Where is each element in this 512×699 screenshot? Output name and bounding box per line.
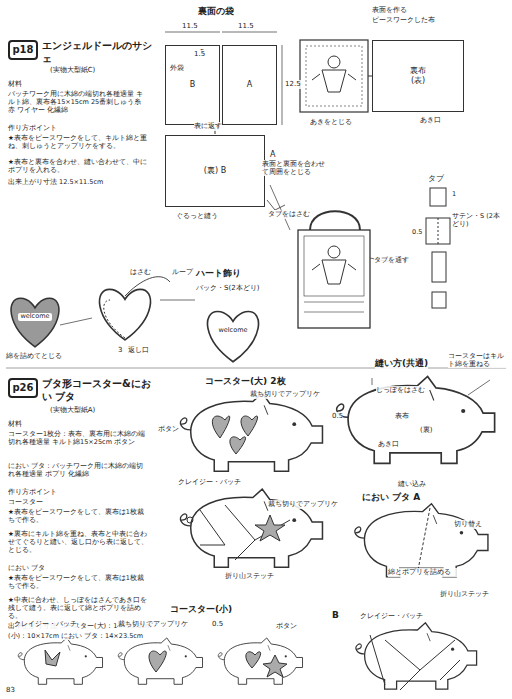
node-text: B bbox=[190, 80, 196, 90]
node-text: welcome bbox=[18, 313, 51, 321]
label: 0.5 bbox=[412, 228, 422, 236]
label: タブをはさむ bbox=[268, 210, 310, 219]
label: 0.5 bbox=[332, 412, 343, 421]
pattern-piece: 裏布(表) bbox=[372, 40, 464, 112]
label: 返し口 bbox=[128, 346, 149, 355]
label: 外袋 bbox=[170, 64, 184, 73]
node-text: A bbox=[247, 80, 252, 90]
node-text: p18 bbox=[12, 44, 33, 56]
label: クレイジー・パッチ bbox=[178, 478, 241, 487]
label: 出来上がり寸法 12.5×11.5cm bbox=[8, 178, 103, 186]
heart-outline bbox=[200, 305, 266, 365]
page-badge: p18 bbox=[8, 40, 38, 60]
label: 裁ち切りでアップリケ bbox=[250, 390, 320, 399]
page-badge: p26 bbox=[8, 378, 38, 398]
label: コースター(小) bbox=[170, 604, 232, 615]
label: 折り山ステッチ bbox=[225, 572, 274, 581]
label: コースター1枚分：表布、裏布用に木綿の端切れ各種適量 キルト綿15×25cm ボ… bbox=[8, 430, 148, 446]
label: ループ bbox=[172, 268, 193, 277]
label: (裏) bbox=[420, 426, 432, 435]
node-text: (表) bbox=[411, 76, 425, 86]
label: ピースワークした布 bbox=[372, 16, 435, 25]
label: 縫い方(共通) bbox=[375, 358, 428, 369]
label: 表布 bbox=[395, 412, 409, 421]
label: 折り山ステッチ bbox=[440, 590, 489, 599]
pattern-piece: B bbox=[165, 45, 220, 125]
label: タブを通す bbox=[374, 256, 409, 265]
label: B bbox=[332, 610, 339, 621]
label: バック・S(2本どり) bbox=[196, 284, 259, 293]
pattern-piece: (裏) B bbox=[165, 135, 265, 207]
label: コースター bbox=[8, 498, 43, 507]
label: 作り方ポイント bbox=[8, 124, 57, 133]
node-text: (裏) B bbox=[204, 166, 226, 176]
label: しっぽをはさむ bbox=[376, 386, 425, 395]
label: サテン・S (2本どり) bbox=[452, 212, 502, 228]
label: 綿を詰めてとじる bbox=[6, 352, 86, 361]
label: ★中表に合わせ、しっぽをはさんであき口を残して縫う。表に返して綿とポプリを詰める… bbox=[8, 596, 148, 620]
label: ★裏布にキルト綿を重ね、表布と中表に合わせてぐるりと縫い、返し口から表に返して、… bbox=[8, 530, 148, 554]
label: (実物大型紙C) bbox=[50, 66, 95, 75]
heart-shape: welcome bbox=[4, 292, 66, 350]
label: におい ブタ：パッチワーク用に木綿の端切れ各種適量 ポプリ 化繊綿 bbox=[8, 462, 148, 478]
label: コースターはキルト綿を重ねる bbox=[448, 352, 508, 368]
label: ハート飾り bbox=[196, 268, 241, 279]
label: におい ブタ bbox=[8, 564, 45, 573]
label: クレイジー・パッチ bbox=[14, 620, 77, 629]
label: 表に返す bbox=[194, 122, 222, 131]
label: あき口 bbox=[378, 440, 399, 449]
label: ★表布をピースワークをして、裏布は1枚裁ちで作る。 bbox=[8, 574, 148, 590]
label: パッチワーク用に木綿の端切れ各種適量 キルト綿、裏布各15×15cm 25番刺し… bbox=[8, 90, 148, 114]
node-text: p26 bbox=[12, 382, 33, 394]
label: 綿とポプリを詰める bbox=[388, 568, 468, 577]
label: におい ブタ A bbox=[362, 492, 420, 503]
label: 材料 bbox=[8, 80, 22, 89]
label: 作り方ポイント bbox=[8, 488, 57, 497]
label: 裁ち切りでアップリケ bbox=[118, 620, 188, 629]
pattern-piece: A bbox=[222, 45, 277, 125]
label: 材料 bbox=[8, 420, 22, 429]
label: 3 bbox=[118, 346, 122, 355]
label: 12.5 bbox=[285, 80, 301, 89]
label: ボタン bbox=[158, 425, 179, 433]
label: コースター(大) 2枚 bbox=[205, 376, 286, 387]
label: あき口 bbox=[420, 116, 441, 125]
label: (小)：10×17cm におい ブタ：14×23.5cm bbox=[8, 632, 158, 640]
label: タブ bbox=[428, 174, 444, 184]
label: ぐるっと縫う bbox=[176, 212, 218, 221]
label: 縫い込み bbox=[398, 480, 426, 489]
label: 切り替え bbox=[454, 520, 482, 529]
label: ★表布と裏布を合わせ、縫い合わせて、中にポプリを入れる。 bbox=[8, 158, 148, 174]
label: クレイジー・パッチ bbox=[360, 612, 423, 621]
label: 1.5 bbox=[194, 50, 205, 59]
node-text: welcome bbox=[218, 327, 247, 335]
label: あきをとじる bbox=[310, 118, 352, 127]
label: 11.5 bbox=[238, 22, 254, 31]
label: (実物大型紙A) bbox=[50, 406, 95, 415]
label: はさむ bbox=[130, 268, 151, 277]
label: 裁ち切りでアップリケ bbox=[268, 500, 338, 509]
heart-outline bbox=[4, 292, 66, 350]
label: 83 bbox=[6, 686, 15, 695]
label: ★表布をピースワークをして、キルト綿と重ね、刺しゅうとアップリケをする。 bbox=[8, 134, 148, 150]
heart-shape: welcome bbox=[200, 305, 266, 365]
node-text: 裏布 bbox=[410, 66, 426, 76]
label: 表面を作る bbox=[372, 6, 407, 15]
label: エンジェルドールのサシェ bbox=[42, 40, 154, 65]
label: 1 bbox=[452, 190, 456, 198]
label: 表面と裏面を合わせて周囲をとじる bbox=[262, 160, 326, 176]
label: 裏面の袋 bbox=[198, 6, 234, 17]
label: 0.5 bbox=[212, 620, 223, 629]
label: ボタン bbox=[276, 622, 297, 631]
label: A bbox=[270, 150, 275, 160]
label: 11.5 bbox=[182, 22, 198, 31]
label: ★表布をピースワークをして、裏布は1枚裁ちで作る。 bbox=[8, 508, 148, 524]
label: ブタ形コースター&におい ブタ bbox=[42, 378, 154, 403]
